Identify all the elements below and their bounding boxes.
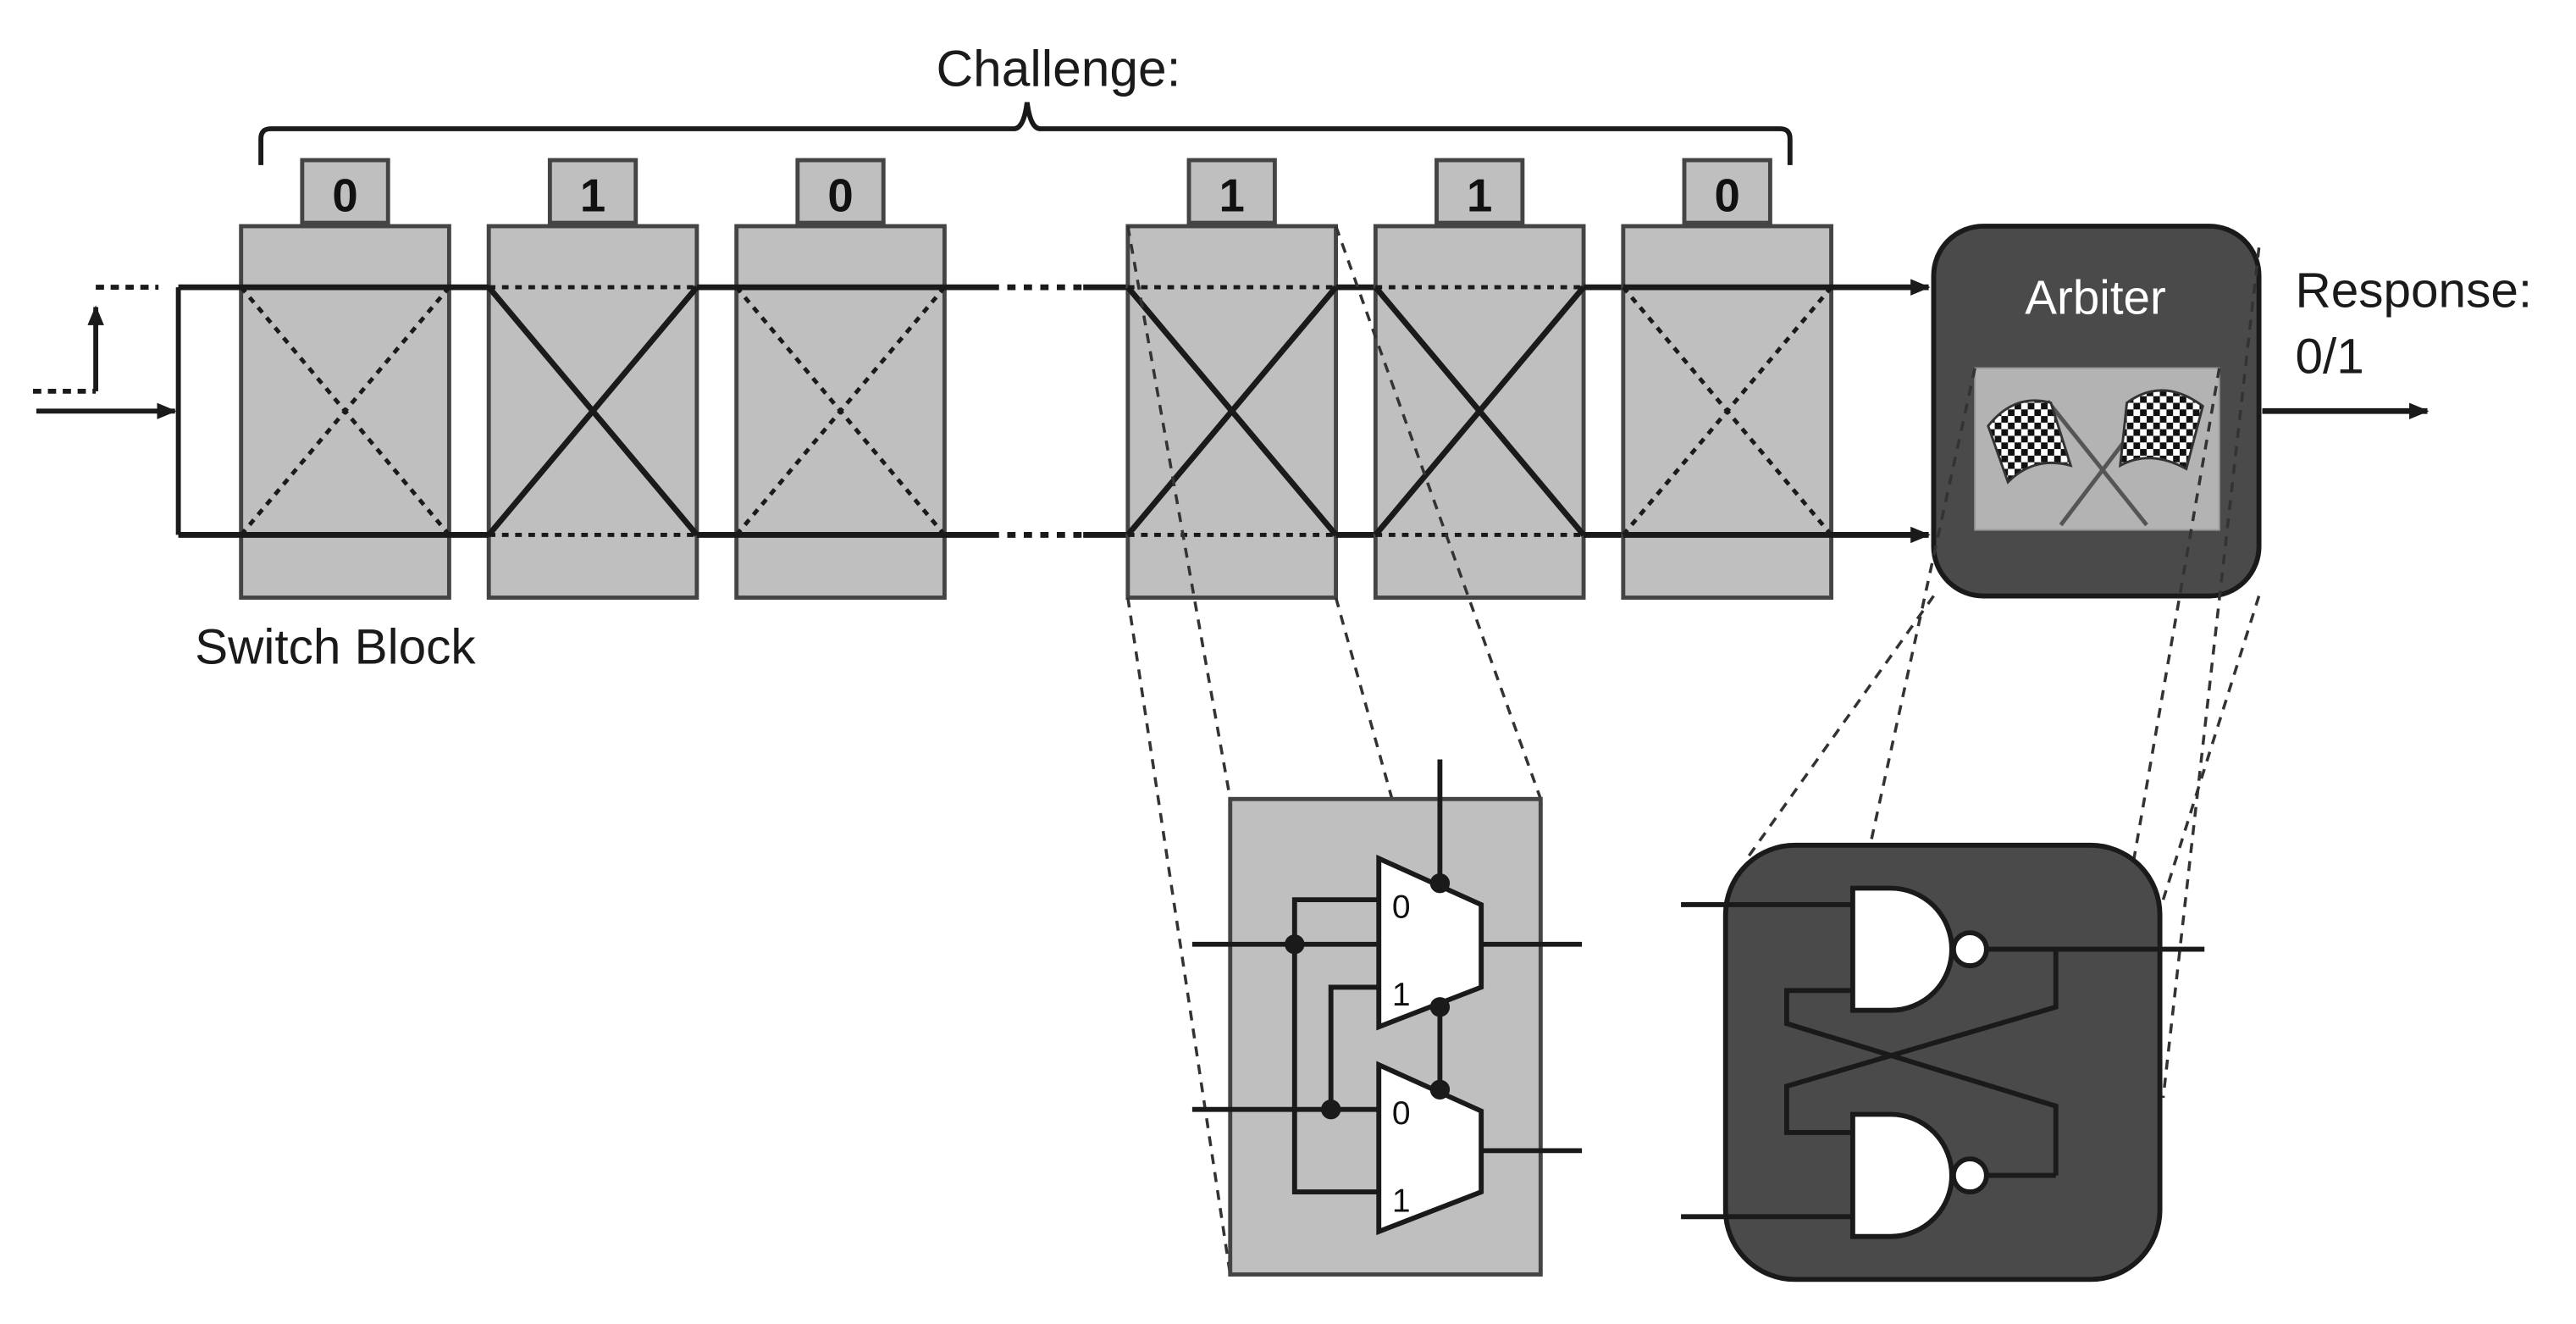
response-label: Response: [2296,263,2533,319]
response-value: 0/1 [2296,329,2364,384]
arbiter-latch-detail [1681,842,2205,1282]
top-mux-input-0: 0 [1392,889,1411,926]
input-signal [33,285,181,535]
challenge-brace [258,102,1793,165]
challenge-bit: 0 [332,169,357,221]
bottom-mux-input-1: 1 [1392,1183,1411,1219]
challenge-bit-box [1434,158,1525,225]
challenge-bit-box [1186,158,1277,225]
challenge-bit-box [547,158,638,225]
challenge-label: Challenge: [936,39,1180,97]
challenge-bit: 0 [827,169,853,221]
switch-block-label: Switch Block [195,619,476,674]
challenge-bit: 1 [1219,169,1245,221]
challenge-bit-box [300,158,390,225]
nand-gate-top [1849,885,1954,1013]
zoom-projection-lines [1126,225,2261,1275]
switch-block-chain: 0 1 0 1 [178,158,1931,600]
bottom-mux-input-0: 0 [1392,1095,1411,1132]
challenge-bit: 1 [1467,169,1492,221]
mux-detail: 0 1 0 1 [1191,759,1583,1277]
challenge-bit: 0 [1715,169,1740,221]
nand-gate-bottom [1849,1111,1954,1239]
challenge-bit-box [1682,158,1772,225]
checkered-flags-icon [1974,367,2220,531]
challenge-bit: 1 [580,169,605,221]
challenge-bit-box [795,158,886,225]
top-mux-input-1: 1 [1392,977,1411,1013]
arbiter: Arbiter [1931,224,2262,599]
arbiter-label: Arbiter [2025,270,2166,324]
